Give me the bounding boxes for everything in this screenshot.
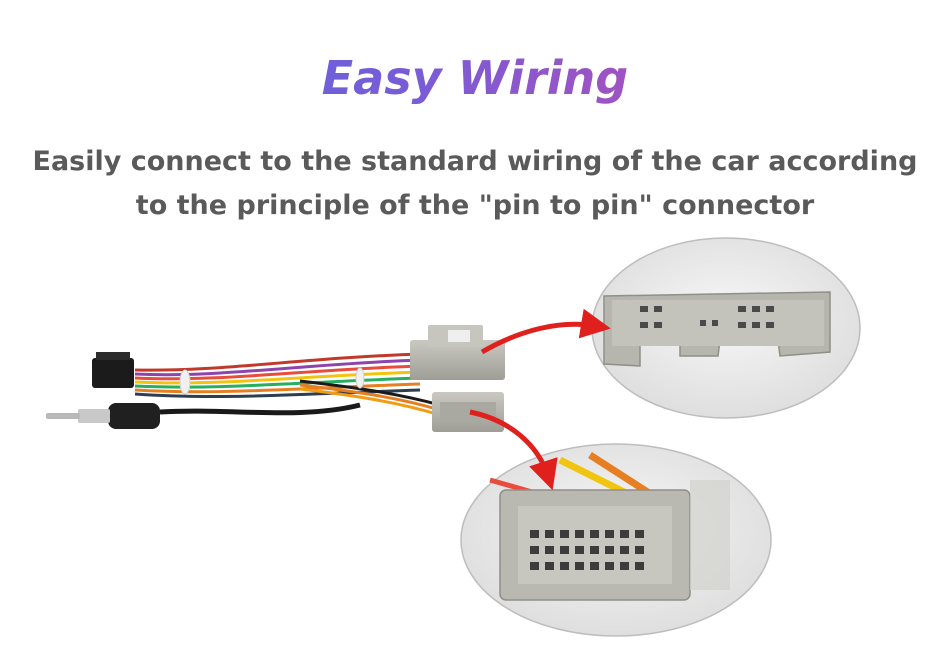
page-title: Easy Wiring xyxy=(0,48,950,108)
upper-connector xyxy=(410,325,505,380)
arrow-to-top-callout xyxy=(480,308,611,355)
lower-connector xyxy=(432,392,504,432)
arrow-to-bottom-callout xyxy=(469,409,558,491)
iso-plug xyxy=(92,358,134,388)
subtitle-line-2: to the principle of the "pin to pin" con… xyxy=(135,190,815,221)
antenna-plug-sleeve xyxy=(78,409,110,423)
antenna-plug-body xyxy=(108,403,160,429)
wiring-harness xyxy=(46,325,505,432)
antenna-plug-pin xyxy=(46,413,80,419)
zoom-callout-bottom xyxy=(460,443,772,637)
page-subtitle: Easily connect to the standard wiring of… xyxy=(20,140,930,228)
zoom-callout-top xyxy=(591,237,861,419)
subtitle-line-1: Easily connect to the standard wiring of… xyxy=(32,146,918,177)
